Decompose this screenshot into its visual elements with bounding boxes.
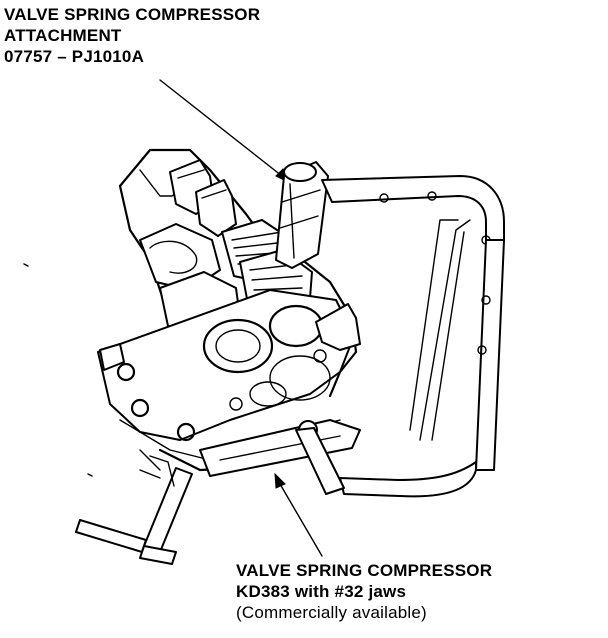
attachment-part-number: 07757 – PJ1010A [4,47,145,66]
compressor-handle [75,455,193,565]
attachment-label: VALVE SPRING COMPRESSOR ATTACHMENT 07757… [4,4,260,67]
compressor-label-note: (Commercially available) [236,603,427,622]
compressor-label-line2: KD383 with #32 jaws [236,582,407,601]
compressor-label-line1: VALVE SPRING COMPRESSOR [236,561,493,580]
stray-marks [23,263,93,477]
compressor-lower-jaw [295,427,345,495]
compressor-leader-arrow [274,472,323,557]
attachment-label-line1: VALVE SPRING COMPRESSOR [4,5,261,24]
compressor-c-frame [199,175,505,498]
compressor-attachment [275,161,329,269]
compressor-label: VALVE SPRING COMPRESSOR KD383 with #32 j… [236,560,492,623]
attachment-label-line2: ATTACHMENT [4,26,122,45]
